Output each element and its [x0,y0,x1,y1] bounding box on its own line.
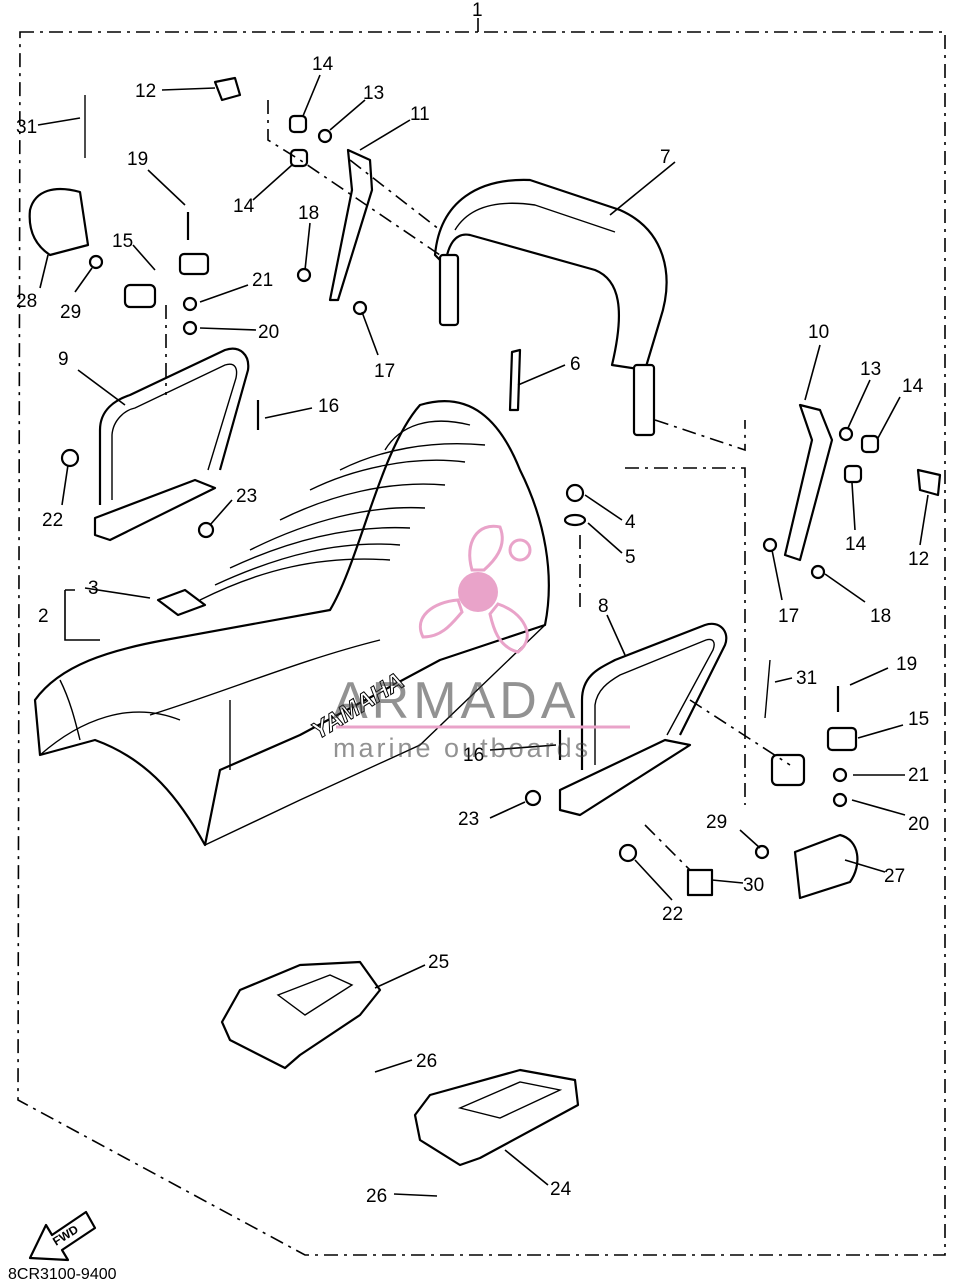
part-label: 2 [38,606,49,627]
hardware [60,76,942,897]
part-labels: 1 2 3 4 5 6 7 8 9 10 11 12 12 13 13 14 1… [16,0,929,1207]
part-label: 6 [570,354,581,375]
part-label: 29 [706,812,727,833]
seat-badge [156,588,207,617]
part-label: 25 [428,952,449,973]
part-label: 18 [298,203,319,224]
part-label: 31 [16,117,37,138]
part-label: 23 [458,809,479,830]
part-label: 13 [860,359,881,380]
part-label: 14 [312,54,334,75]
part-label: 16 [463,745,484,766]
part-label: 8 [598,596,609,617]
watermark-brand: ARMADA [333,672,579,730]
part-label: 28 [16,291,37,312]
part-label: 26 [416,1051,437,1072]
part-label: 27 [884,866,905,887]
part-label: 14 [233,196,255,217]
part-label: 11 [410,104,430,125]
part-label: 1 [472,0,483,21]
part-label: 23 [236,486,257,507]
part-label: 20 [908,814,929,835]
part-label: 7 [660,147,671,168]
part-label: 16 [318,396,339,417]
footrest-lower [413,1068,580,1167]
part-label: 18 [870,606,891,627]
part-label: 4 [625,512,636,533]
strut-right [783,403,834,562]
backrest [433,178,668,437]
switch-housing-left [28,188,90,257]
strut-left [328,148,374,302]
leader-lines [37,74,929,1197]
switch-housing-right [793,833,859,900]
assembly-boundary [17,31,946,1256]
part-label: 29 [60,302,81,323]
part-label: 19 [896,654,917,675]
part-label: 10 [808,322,829,343]
part-label: 21 [908,765,929,786]
part-label: 20 [258,322,279,343]
watermark-tagline: marine outboards [333,733,591,763]
watermark: ARMADA marine outboards [333,524,630,763]
fwd-arrow: FWD [28,1210,97,1262]
part-label: 3 [88,578,99,599]
part-label: 12 [135,81,156,102]
part-label: 12 [908,549,929,570]
part-label: 30 [743,875,764,896]
part-label: 21 [252,270,273,291]
part-label: 31 [796,668,817,689]
part-label: 19 [127,149,148,170]
part-label: 13 [363,83,384,104]
part-label: 22 [662,904,683,925]
propeller-logo [419,524,532,654]
drawing-code: 8CR3100-9400 [8,1266,117,1282]
grab-handle-right [558,622,728,817]
part-label: 26 [366,1186,387,1207]
part-label: 15 [112,231,133,252]
part-label: 14 [845,534,867,555]
part-label: 22 [42,510,63,531]
footrest-upper [220,960,382,1070]
part-label: 24 [550,1179,572,1200]
part-label: 5 [625,547,636,568]
part-label: 17 [374,361,395,382]
part-label: 17 [778,606,799,627]
grab-handle-left [93,347,250,542]
assembly-lines [165,100,791,871]
part-label: 9 [58,349,69,370]
part-label: 14 [902,376,924,397]
part-label: 15 [908,709,929,730]
